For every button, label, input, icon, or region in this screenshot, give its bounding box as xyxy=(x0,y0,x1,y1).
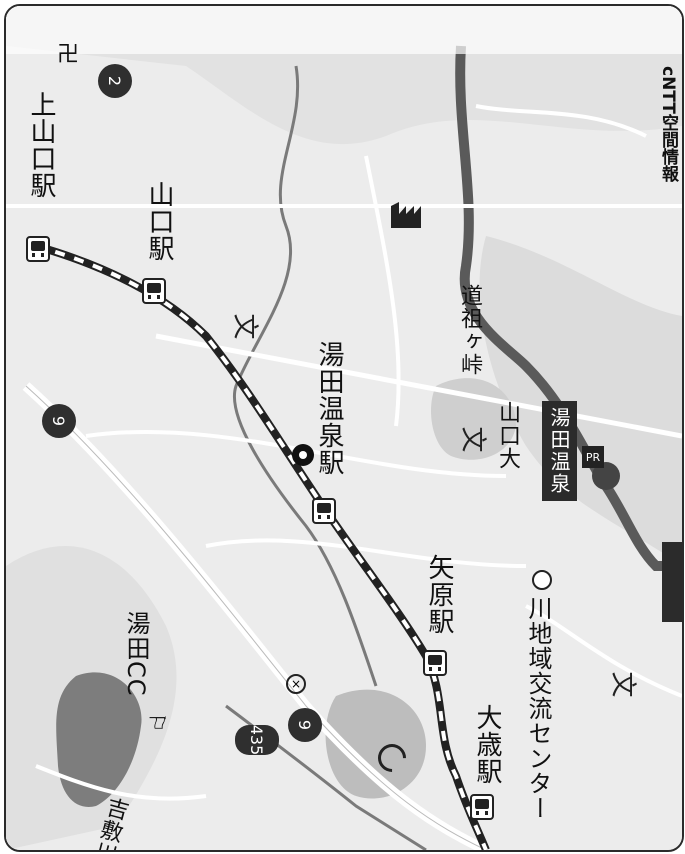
top-strip xyxy=(6,6,682,54)
route-shield: 9 xyxy=(42,404,76,438)
school-icon: 文 xyxy=(457,426,488,453)
label-toge: 道祖ヶ峠 xyxy=(457,284,482,376)
route-shield: 2 xyxy=(98,64,132,98)
location-pin-icon[interactable] xyxy=(292,444,314,466)
golf-course-area xyxy=(56,672,142,807)
parking-icon: PR xyxy=(582,446,604,468)
partial-label: 卍 xyxy=(53,42,78,65)
station-yudaonsen[interactable]: 湯田温泉駅 xyxy=(314,341,344,476)
route-shield: 435 xyxy=(235,725,279,755)
map-frame[interactable]: cNTT空間情報 卍 上山口駅 山口駅 湯田温泉駅 矢原駅 大歳駅 湯田CC 道… xyxy=(4,4,684,852)
community-center-icon xyxy=(532,570,552,590)
school-icon: 文 xyxy=(229,313,260,340)
station-icon xyxy=(312,498,336,524)
station-ootoshi[interactable]: 大歳駅 xyxy=(472,704,502,785)
offscreen-banner xyxy=(662,542,682,622)
school-icon: 文 xyxy=(607,671,638,698)
map-base xyxy=(6,6,682,850)
label-univ: 山口大 xyxy=(495,401,520,470)
label-onsen-banner: 湯田温泉 xyxy=(542,401,577,501)
station-kamiyamaguchi[interactable]: 上山口駅 xyxy=(26,91,56,199)
station-icon xyxy=(470,794,494,820)
station-yabara[interactable]: 矢原駅 xyxy=(424,554,454,635)
route-shield: 9 xyxy=(288,708,322,742)
label-golf: 湯田CC xyxy=(122,611,150,697)
label-center: 川地域交流センター xyxy=(524,596,552,821)
factory-icon xyxy=(391,202,421,228)
station-icon xyxy=(423,650,447,676)
river-main xyxy=(455,45,682,571)
station-yamaguchi[interactable]: 山口駅 xyxy=(144,181,174,262)
police-icon: × xyxy=(286,674,306,694)
station-icon xyxy=(142,278,166,304)
station-icon xyxy=(26,236,50,262)
copyright: cNTT空間情報 xyxy=(658,66,678,182)
golf-flag-icon: ⚐ xyxy=(143,712,169,733)
